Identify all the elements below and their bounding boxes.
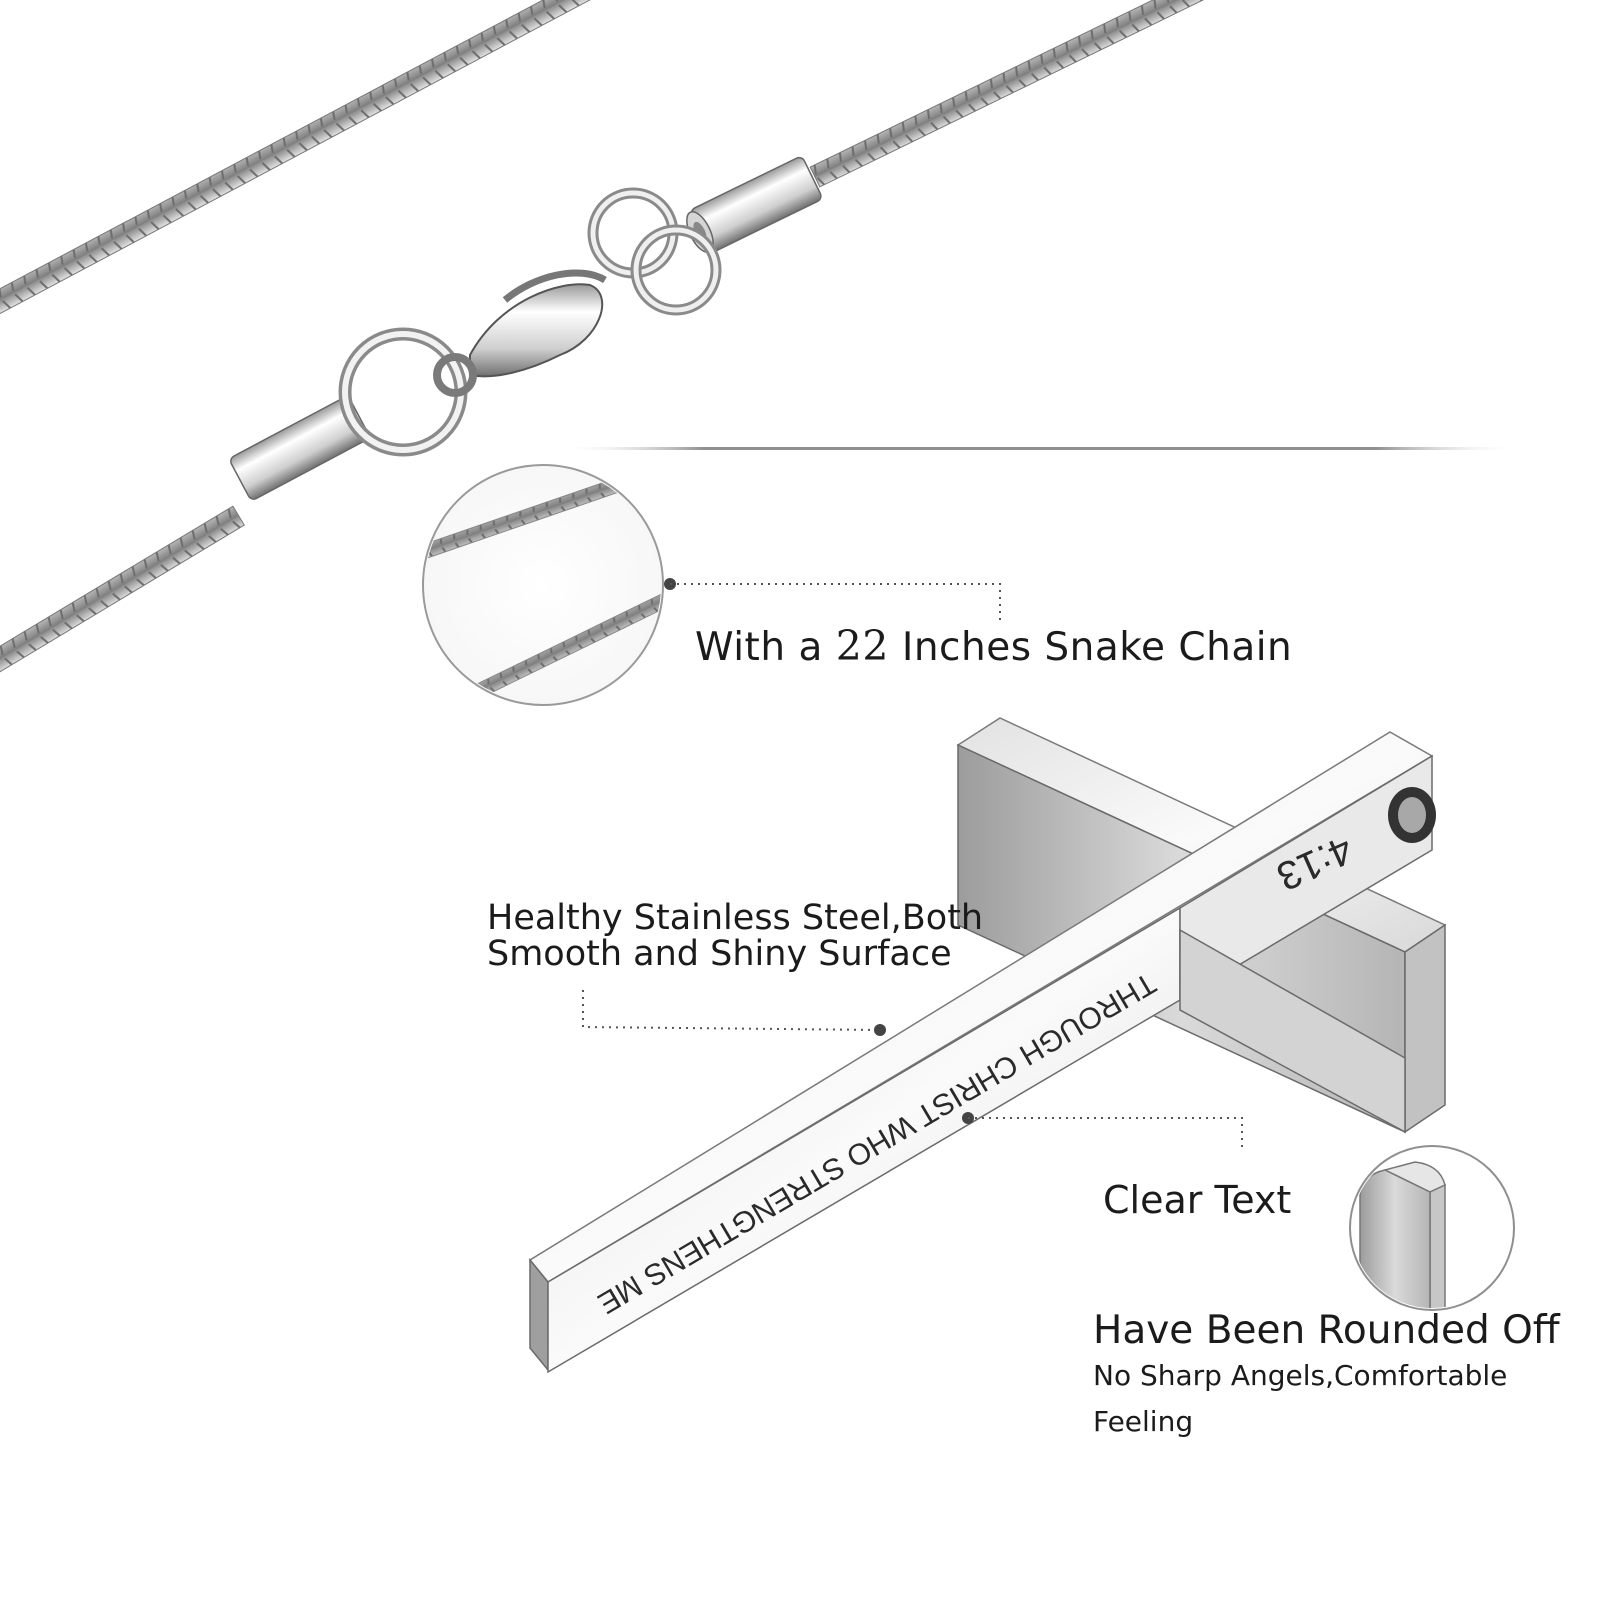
- clear-text-callout-leader: [962, 1112, 1243, 1150]
- chain-detail-circle: [422, 464, 664, 706]
- clear-text-callout: Clear Text: [1103, 1178, 1292, 1222]
- steel-callout: Healthy Stainless Steel,Both Smooth and …: [487, 900, 983, 972]
- chain-callout-suffix: Inches Snake Chain: [888, 625, 1293, 670]
- cross-pendant: THROUGH CHRIST WHO STRENGTHENS ME 4:13: [528, 717, 1447, 1374]
- rounded-desc-line1: No Sharp Angels,Comfortable: [1093, 1359, 1508, 1392]
- chain-callout-prefix: With a: [695, 625, 836, 670]
- separator-line: [560, 447, 1520, 450]
- steel-callout-line1: Healthy Stainless Steel,Both: [487, 898, 984, 938]
- lobster-clasp: [338, 187, 722, 457]
- chain-callout-leader: [664, 578, 1001, 620]
- rounded-corner-detail-circle: [1349, 1145, 1515, 1311]
- snake-chain: [0, 0, 1288, 676]
- chain-length-callout: With a 22 Inches Snake Chain: [695, 622, 1292, 670]
- rounded-off-description: No Sharp Angels,Comfortable Feeling: [1093, 1353, 1593, 1445]
- chain-length-number: 22: [835, 622, 889, 670]
- verse-engraving: THROUGH CHRIST WHO STRENGTHENS ME: [592, 966, 1161, 1320]
- rounded-desc-line2: Feeling: [1093, 1405, 1194, 1438]
- rounded-off-title: Have Been Rounded Off: [1093, 1308, 1560, 1353]
- steel-callout-line2: Smooth and Shiny Surface: [487, 934, 952, 974]
- steel-callout-leader: [582, 990, 886, 1036]
